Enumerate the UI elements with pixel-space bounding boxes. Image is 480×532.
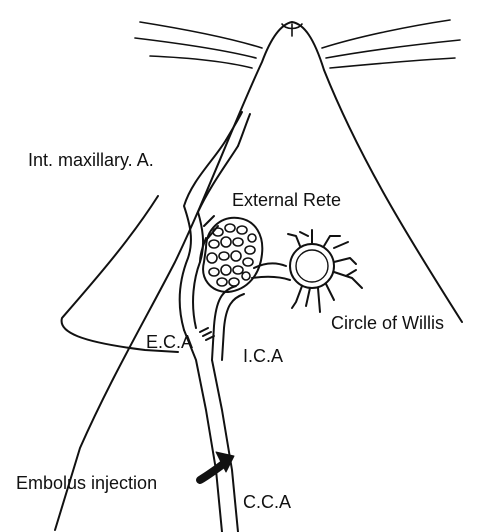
ica-vessel-right xyxy=(222,294,244,360)
cca-vessel-left xyxy=(184,330,222,532)
label-eca: E.C.A xyxy=(146,333,193,351)
jaw-outline xyxy=(62,196,178,352)
whiskers-right xyxy=(322,20,460,68)
label-int-maxillary-artery: Int. maxillary. A. xyxy=(28,151,154,169)
arteries xyxy=(180,112,290,532)
int-maxillary-artery-right xyxy=(238,114,250,146)
head-outline xyxy=(55,22,462,530)
label-external-rete: External Rete xyxy=(232,191,341,209)
circle-of-willis xyxy=(288,230,362,312)
label-ica: I.C.A xyxy=(243,347,283,365)
int-maxillary-artery-left xyxy=(226,112,242,140)
label-circle-of-willis: Circle of Willis xyxy=(331,314,444,332)
eca-vessel-inner xyxy=(193,146,238,328)
external-rete xyxy=(203,218,262,292)
cca-vessel-right xyxy=(212,360,238,532)
label-cca: C.C.A xyxy=(243,493,291,511)
whiskers-left xyxy=(135,22,262,68)
label-embolus-injection: Embolus injection xyxy=(16,474,157,492)
